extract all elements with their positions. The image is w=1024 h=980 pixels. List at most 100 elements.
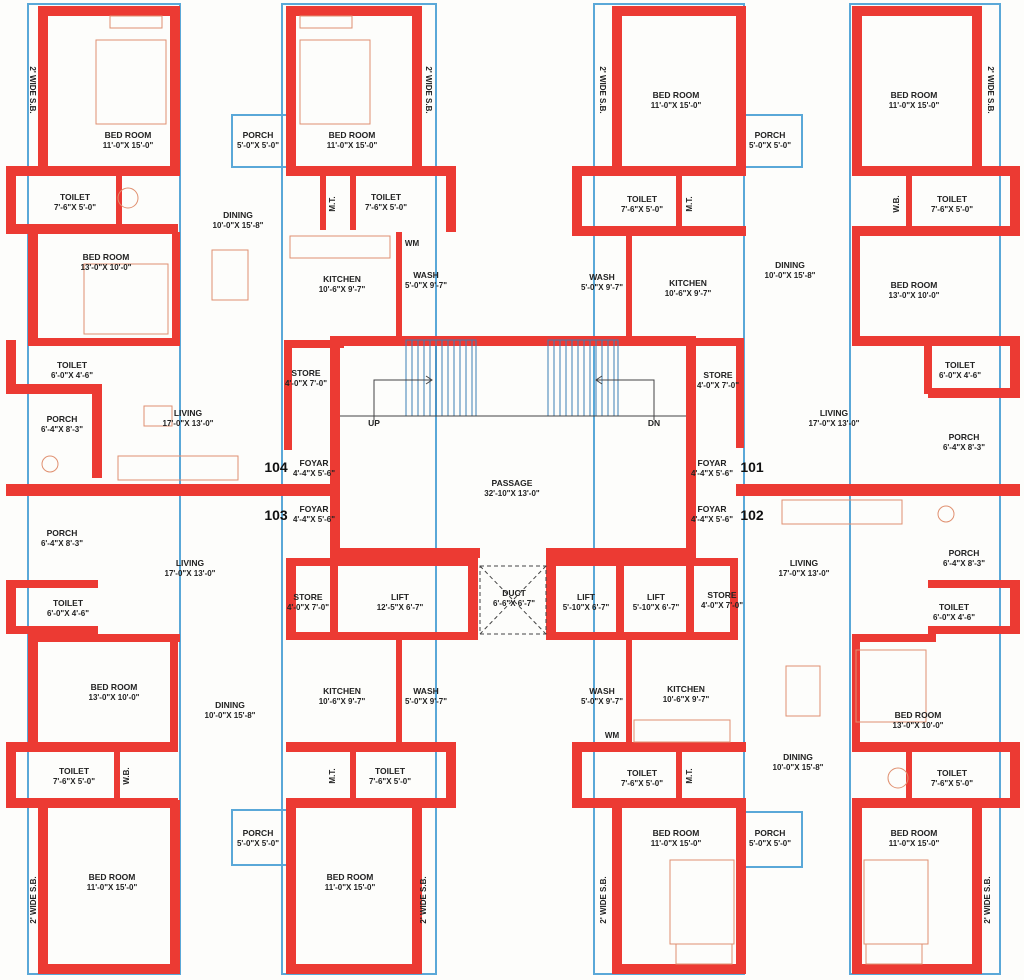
room-br-wash-name: WASH — [589, 686, 615, 696]
wm-marker-bottom-right: WM — [605, 731, 620, 740]
walls — [6, 6, 1020, 974]
room-tr-wash-dimension: 5'-0"X 9'-7" — [581, 283, 623, 292]
room-br-porch2-dimension: 5'-0"X 5'-0" — [749, 839, 791, 848]
room-tr-living-dimension: 17'-0"X 13'-0" — [809, 419, 860, 428]
room-tr-porch2-name: PORCH — [949, 432, 980, 442]
room-bl-dining-name: DINING — [215, 700, 245, 710]
room-tr-dining-name: DINING — [775, 260, 805, 270]
room-tr-toilet3-dimension: 6'-0"X 4'-6" — [939, 371, 981, 380]
room-tl-dining-dimension: 10'-0"X 15'-8" — [213, 221, 264, 230]
room-bl-toilet2-name: TOILET — [59, 766, 90, 776]
room-br-toilet1-name: TOILET — [939, 602, 970, 612]
room-bl-bed2-name: BED ROOM — [89, 872, 136, 882]
room-bl-wash-name: WASH — [413, 686, 439, 696]
room-br-bed2-name: BED ROOM — [653, 828, 700, 838]
core-passage-name: PASSAGE — [492, 478, 533, 488]
room-br-dining-dimension: 10'-0"X 15'-8" — [773, 763, 824, 772]
sunshade-label-top-left: 2' WIDE S.B. — [28, 66, 37, 113]
room-tr-living-name: LIVING — [820, 408, 849, 418]
room-bl-bed3-name: BED ROOM — [327, 872, 374, 882]
room-bl-toilet3-name: TOILET — [375, 766, 406, 776]
room-bl-bed2-dimension: 11'-0"X 15'-0" — [87, 883, 138, 892]
room-bl-foyar-name: FOYAR — [300, 504, 329, 514]
unit-number-102: 102 — [740, 507, 764, 523]
furniture — [41, 15, 955, 965]
stair-up-label: UP — [368, 418, 380, 428]
room-bl-porch2-name: PORCH — [243, 828, 274, 838]
room-tl-porch1-dimension: 5'-0"X 5'-0" — [237, 141, 279, 150]
room-bl-wash-dimension: 5'-0"X 9'-7" — [405, 697, 447, 706]
room-br-toilet2-name: TOILET — [627, 768, 658, 778]
room-tl-store-name: STORE — [291, 368, 320, 378]
sunshade-label-top-center-right: 2' WIDE S.B. — [598, 66, 607, 113]
room-bl-porch2-dimension: 5'-0"X 5'-0" — [237, 839, 279, 848]
sunshade-label-bottom-right: 2' WIDE S.B. — [983, 876, 992, 923]
room-tl-porch1-name: PORCH — [243, 130, 274, 140]
room-br-store-dimension: 4'-0"X 7'-0" — [701, 601, 743, 610]
room-tr-store-dimension: 4'-0"X 7'-0" — [697, 381, 739, 390]
room-br-bed3-name: BED ROOM — [891, 828, 938, 838]
mt-marker-bottom-left: M.T. — [328, 768, 337, 783]
core-passage-dimension: 32'-10"X 13'-0" — [484, 489, 540, 498]
unit-number-103: 103 — [264, 507, 288, 523]
mt-marker-top-left: M.T. — [328, 196, 337, 211]
room-bl-living-dimension: 17'-0"X 13'-0" — [165, 569, 216, 578]
room-br-toilet1-dimension: 6'-0"X 4'-6" — [933, 613, 975, 622]
room-tl-kitchen-name: KITCHEN — [323, 274, 361, 284]
room-br-bed2-dimension: 11'-0"X 15'-0" — [651, 839, 702, 848]
room-br-bed1-dimension: 13'-0"X 10'-0" — [893, 721, 944, 730]
room-tl-kitchen-dimension: 10'-6"X 9'-7" — [319, 285, 366, 294]
room-tr-toilet1-name: TOILET — [627, 194, 658, 204]
mt-marker-top-right: M.T. — [685, 196, 694, 211]
room-bl-toilet1-name: TOILET — [53, 598, 84, 608]
room-tr-foyar-dimension: 4'-4"X 5'-6" — [691, 469, 733, 478]
room-tr-porch2-dimension: 6'-4"X 8'-3" — [943, 443, 985, 452]
room-br-wash-dimension: 5'-0"X 9'-7" — [581, 697, 623, 706]
sunshade-label-bottom-left: 2' WIDE S.B. — [29, 876, 38, 923]
room-tr-bed1-dimension: 11'-0"X 15'-0" — [651, 101, 702, 110]
room-tl-store-dimension: 4'-0"X 7'-0" — [285, 379, 327, 388]
room-bl-porch1-name: PORCH — [47, 528, 78, 538]
room-tl-bed1-name: BED ROOM — [105, 130, 152, 140]
room-tl-toilet1-name: TOILET — [60, 192, 91, 202]
room-bl-porch1-dimension: 6'-4"X 8'-3" — [41, 539, 83, 548]
room-br-toilet3-name: TOILET — [937, 768, 968, 778]
room-br-porch1-dimension: 6'-4"X 8'-3" — [943, 559, 985, 568]
room-br-kitchen-dimension: 10'-6"X 9'-7" — [663, 695, 710, 704]
core-lift-mid1-name: LIFT — [577, 592, 596, 602]
core-lift-mid2-name: LIFT — [647, 592, 666, 602]
room-bl-store-name: STORE — [293, 592, 322, 602]
duct-shaft — [479, 565, 547, 635]
room-tl-foyar-name: FOYAR — [300, 458, 329, 468]
room-tr-bed1-name: BED ROOM — [653, 90, 700, 100]
staircase — [340, 339, 686, 420]
sunshade-label-bottom-center-left: 2' WIDE S.B. — [419, 876, 428, 923]
room-tr-bed2-name: BED ROOM — [891, 90, 938, 100]
room-tr-toilet3-name: TOILET — [945, 360, 976, 370]
room-tl-toilet3-name: TOILET — [57, 360, 88, 370]
room-tr-kitchen-dimension: 10'-6"X 9'-7" — [665, 289, 712, 298]
room-br-toilet3-dimension: 7'-6"X 5'-0" — [931, 779, 973, 788]
room-bl-toilet1-dimension: 6'-0"X 4'-6" — [47, 609, 89, 618]
room-tr-dining-dimension: 10'-0"X 15'-8" — [765, 271, 816, 280]
room-bl-store-dimension: 4'-0"X 7'-0" — [287, 603, 329, 612]
room-tl-wash-dimension: 5'-0"X 9'-7" — [405, 281, 447, 290]
room-tr-store-name: STORE — [703, 370, 732, 380]
room-bl-foyar-dimension: 4'-4"X 5'-6" — [293, 515, 335, 524]
room-br-toilet2-dimension: 7'-6"X 5'-0" — [621, 779, 663, 788]
wb-marker-top-right: W.B. — [892, 195, 901, 212]
wm-marker-top-left: WM — [405, 239, 420, 248]
room-tl-toilet2-dimension: 7'-6"X 5'-0" — [365, 203, 407, 212]
room-tl-living-name: LIVING — [174, 408, 203, 418]
room-br-bed1-name: BED ROOM — [895, 710, 942, 720]
room-br-dining-name: DINING — [783, 752, 813, 762]
sunshade-label-bottom-center-right: 2' WIDE S.B. — [599, 876, 608, 923]
room-tr-foyar-name: FOYAR — [698, 458, 727, 468]
room-br-store-name: STORE — [707, 590, 736, 600]
room-tr-porch1-name: PORCH — [755, 130, 786, 140]
unit-number-101: 101 — [740, 459, 764, 475]
room-tl-bed1-dimension: 11'-0"X 15'-0" — [103, 141, 154, 150]
